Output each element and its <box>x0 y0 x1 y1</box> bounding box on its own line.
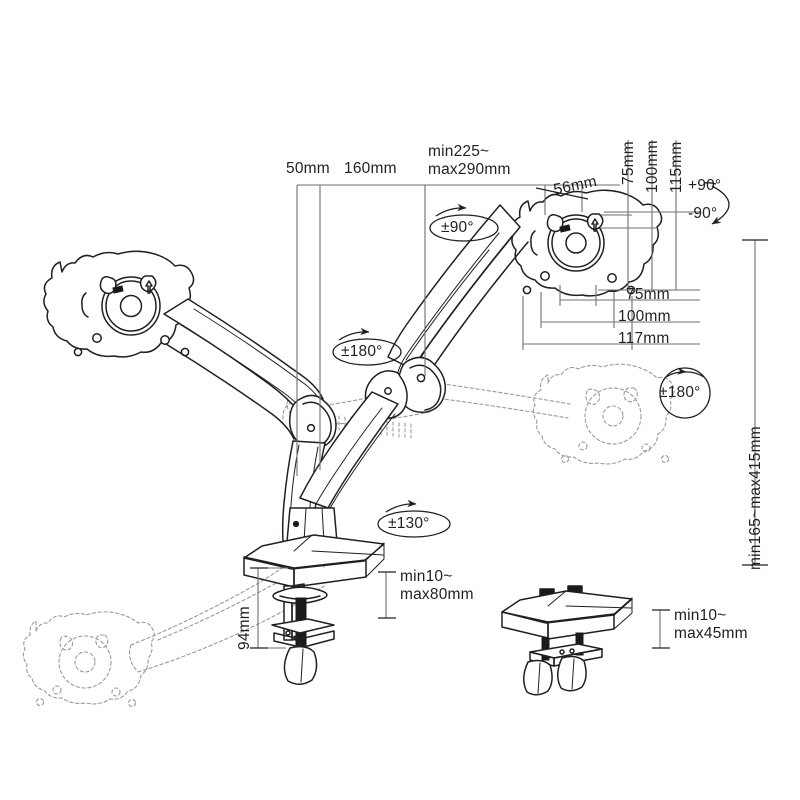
dim-label-grommet-thickness: min10~ max45mm <box>674 607 748 643</box>
desk-clamp-base <box>243 507 385 685</box>
dim-label-vesa-h-100: 100mm <box>618 308 671 325</box>
rot-label-base-130: ±130° <box>388 515 430 532</box>
right-gas-spring-arm <box>299 204 529 511</box>
right-vesa-plate <box>511 189 663 297</box>
rot-label-head-90: ±90° <box>441 219 474 236</box>
dim-grommet-thickness <box>652 609 670 649</box>
rotation-symbol-arm-180 <box>332 327 402 366</box>
left-vesa-plate <box>43 250 195 358</box>
rot-label-plus-90: +90° <box>688 177 722 194</box>
rotation-symbol-head-180 <box>659 367 711 419</box>
dim-56mm <box>535 187 589 200</box>
dim-label-total-height: min165~max415mm <box>747 426 764 570</box>
dim-label-160mm: 160mm <box>344 160 397 177</box>
dim-label-94mm: 94mm <box>236 606 253 650</box>
grommet-mount <box>501 585 633 696</box>
rot-label-arm-180: ±180° <box>341 343 383 360</box>
tilt-arc <box>703 182 730 225</box>
ghost-left-monitor <box>22 546 325 708</box>
top-dimension-rail <box>296 184 620 476</box>
dim-total-height <box>742 239 768 566</box>
dim-label-arm-height-range: min225~ max290mm <box>428 143 511 179</box>
rot-label-head-180: ±180° <box>659 384 701 401</box>
dim-label-vesa-v-115: 115mm <box>668 141 685 193</box>
dim-vesa-vertical <box>598 140 700 291</box>
rotation-symbol-base-130 <box>377 499 451 538</box>
rot-label-minus-90: -90° <box>688 205 718 222</box>
dim-label-vesa-h-117: 117mm <box>618 330 670 347</box>
dim-label-vesa-h-75: 75mm <box>626 286 670 303</box>
dim-clamp-thickness <box>378 571 396 619</box>
dim-94mm <box>250 567 288 649</box>
rotation-symbol-head-90 <box>429 203 499 242</box>
dim-vesa-horizontal <box>522 285 700 350</box>
dim-label-vesa-v-100: 100mm <box>644 140 661 193</box>
dim-label-50mm: 50mm <box>286 160 330 177</box>
dim-label-clamp-thickness: min10~ max80mm <box>400 568 474 604</box>
left-gas-spring-arm <box>163 298 337 544</box>
dim-label-vesa-v-75: 75mm <box>620 141 637 185</box>
